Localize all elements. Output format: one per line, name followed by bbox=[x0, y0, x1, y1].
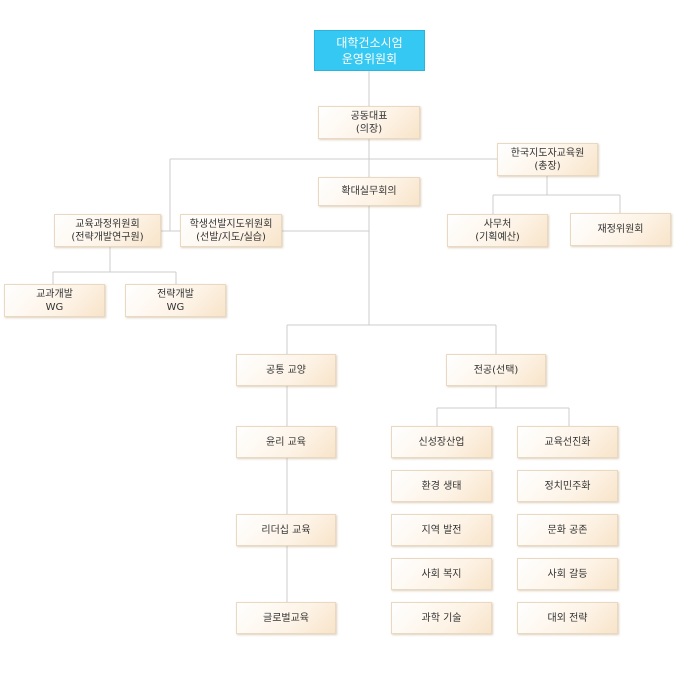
korea-leader-institute-line1: 한국지도자교육원 bbox=[510, 147, 585, 159]
major-b-item-label: 대외 전략 bbox=[547, 612, 588, 624]
co-representative-line1: 공동대표 bbox=[350, 110, 388, 122]
student-selection-committee-box: 학생선발지도위원회 (선발/지도/실습) bbox=[180, 214, 282, 247]
co-representative-line2: (의장) bbox=[355, 123, 383, 135]
korea-leader-institute-line2: (총장) bbox=[534, 160, 561, 172]
major-a-item: 사회 복지 bbox=[391, 558, 492, 590]
major-a-item-label: 과학 기술 bbox=[421, 612, 462, 624]
expanded-working-meeting-box: 확대실무회의 bbox=[318, 177, 420, 206]
major-b-item-label: 교육선진화 bbox=[544, 436, 591, 448]
common-liberal-arts-box: 공통 교양 bbox=[236, 354, 336, 386]
secretariat-line2: (기획예산) bbox=[475, 231, 520, 243]
major-a-item: 지역 발전 bbox=[391, 514, 492, 546]
curriculum-development-wg-line2: WG bbox=[45, 301, 64, 313]
student-selection-committee-line1: 학생선발지도위원회 bbox=[189, 218, 273, 230]
leadership-education-box: 리더십 교육 bbox=[236, 514, 336, 546]
strategy-development-wg-line2: WG bbox=[166, 301, 185, 313]
operating-committee-line1: 대학건소시엄 bbox=[336, 35, 403, 50]
operating-committee-line2: 운영위원회 bbox=[341, 51, 398, 66]
major-elective-box: 전공(선택) bbox=[446, 354, 546, 386]
strategy-development-wg-box: 전략개발 WG bbox=[125, 284, 226, 317]
ethics-education-label: 윤리 교육 bbox=[266, 436, 306, 448]
major-a-item-label: 사회 복지 bbox=[421, 568, 462, 580]
major-a-item: 신성장산업 bbox=[391, 426, 492, 458]
major-a-item: 환경 생태 bbox=[391, 470, 492, 502]
expanded-working-meeting-label: 확대실무회의 bbox=[341, 186, 397, 197]
major-b-item: 문화 공존 bbox=[517, 514, 618, 546]
major-elective-label: 전공(선택) bbox=[473, 364, 519, 376]
global-education-label: 글로벌교육 bbox=[263, 612, 309, 624]
operating-committee-box: 대학건소시엄 운영위원회 bbox=[314, 30, 425, 71]
major-a-item-label: 신성장산업 bbox=[418, 436, 465, 448]
major-a-item-label: 환경 생태 bbox=[421, 480, 462, 492]
major-b-item-label: 사회 갈등 bbox=[547, 568, 588, 580]
korea-leader-institute-box: 한국지도자교육원 (총장) bbox=[497, 143, 598, 176]
curriculum-committee-line2: (전략개발연구원) bbox=[71, 231, 144, 243]
leadership-education-label: 리더십 교육 bbox=[261, 524, 311, 536]
curriculum-committee-box: 교육과정위원회 (전략개발연구원) bbox=[54, 214, 161, 247]
curriculum-committee-line1: 교육과정위원회 bbox=[75, 218, 140, 230]
strategy-development-wg-line1: 전략개발 bbox=[157, 288, 194, 300]
common-liberal-arts-label: 공통 교양 bbox=[266, 364, 306, 376]
major-b-item: 사회 갈등 bbox=[517, 558, 618, 590]
major-b-item-label: 문화 공존 bbox=[547, 524, 588, 536]
curriculum-development-wg-box: 교과개발 WG bbox=[4, 284, 105, 317]
co-representative-box: 공동대표 (의장) bbox=[318, 106, 420, 139]
secretariat-box: 사무처 (기획예산) bbox=[447, 214, 548, 247]
major-b-item: 정치민주화 bbox=[517, 470, 618, 502]
finance-committee-box: 재정위원회 bbox=[570, 213, 671, 246]
major-b-item: 교육선진화 bbox=[517, 426, 618, 458]
finance-committee-label: 재정위원회 bbox=[597, 224, 644, 235]
major-a-item: 과학 기술 bbox=[391, 602, 492, 634]
global-education-box: 글로벌교육 bbox=[236, 602, 336, 634]
major-a-item-label: 지역 발전 bbox=[421, 524, 462, 536]
secretariat-line1: 사무처 bbox=[483, 218, 512, 230]
curriculum-development-wg-line1: 교과개발 bbox=[36, 288, 73, 300]
major-b-item: 대외 전략 bbox=[517, 602, 618, 634]
major-b-item-label: 정치민주화 bbox=[544, 480, 591, 492]
student-selection-committee-line2: (선발/지도/실습) bbox=[196, 231, 266, 243]
ethics-education-box: 윤리 교육 bbox=[236, 426, 336, 458]
